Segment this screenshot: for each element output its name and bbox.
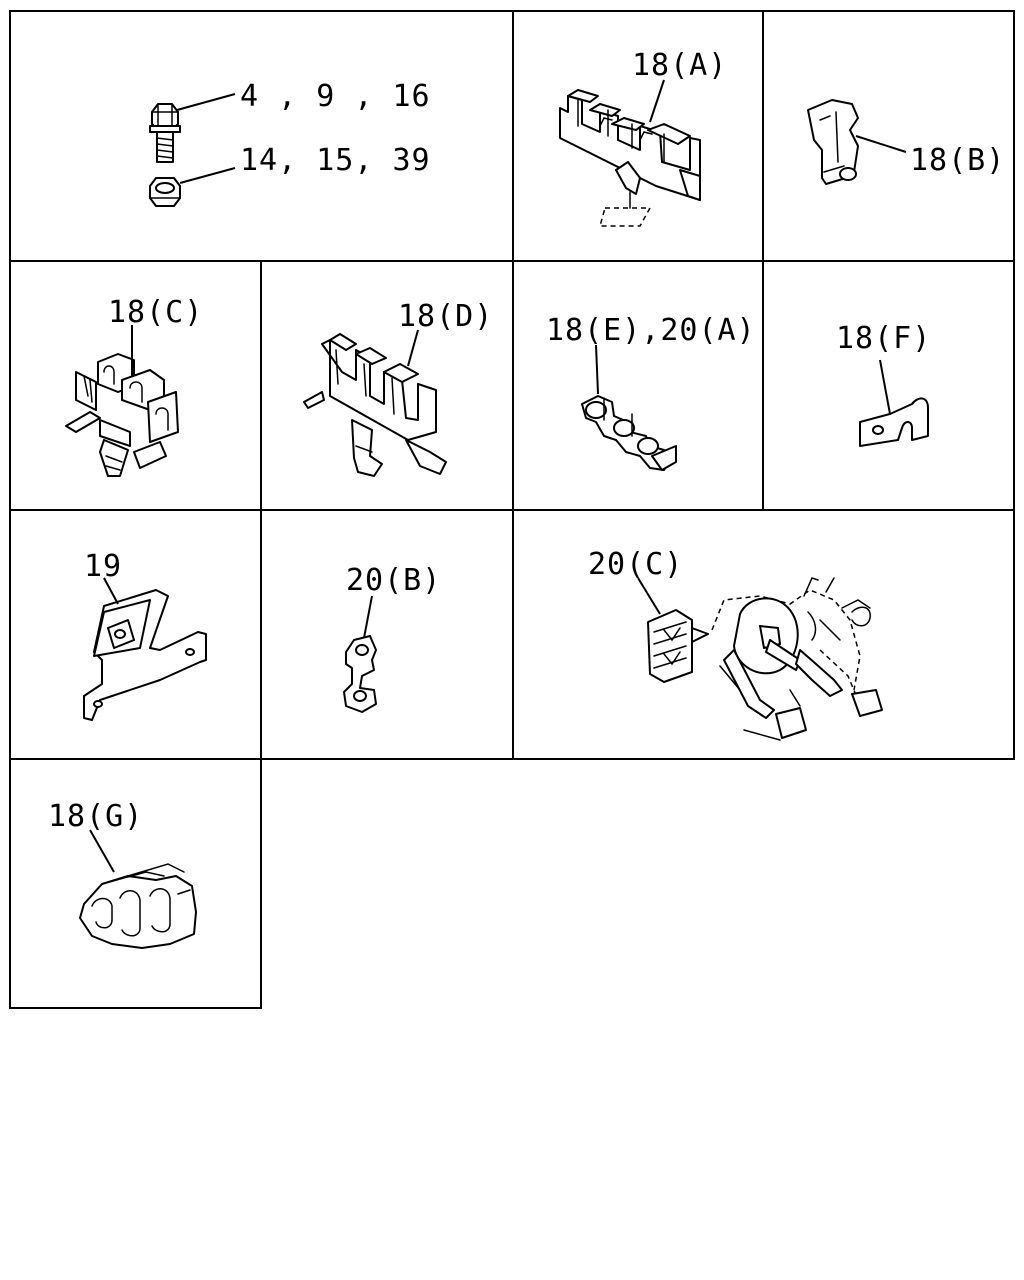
nut-illustration <box>149 177 181 207</box>
leader-18d <box>407 329 419 367</box>
bracket-19-illustration <box>83 589 207 721</box>
clip-20b-illustration <box>343 635 377 713</box>
bolt-illustration <box>149 103 181 163</box>
clip-18f-illustration <box>859 397 929 447</box>
leader-20c <box>637 577 661 615</box>
clip-18c-label: 18(C) <box>108 295 203 330</box>
clip-18d-label: 18(D) <box>398 299 493 334</box>
cell-20b <box>260 509 514 760</box>
bolts-label: 4 , 9 , 16 <box>240 79 431 114</box>
clip-18e-20a-label: 18(E),20(A) <box>546 313 756 348</box>
cell-18f <box>762 260 1015 511</box>
leader-18e-20a <box>595 344 599 395</box>
leader-20b <box>363 595 373 639</box>
cell-18b <box>762 10 1015 262</box>
clip-18f-label: 18(F) <box>836 321 931 356</box>
bracket-19-label: 19 <box>84 549 122 584</box>
clip-18c-illustration <box>65 353 179 477</box>
clip-18g-illustration <box>79 863 197 949</box>
leader-nuts <box>179 167 236 184</box>
leader-18f <box>879 359 891 415</box>
nuts-label: 14, 15, 39 <box>240 143 431 178</box>
leader-18a <box>649 79 665 123</box>
clip-18a-illustration <box>559 89 701 227</box>
leader-bolts <box>176 93 236 111</box>
clip-18d-illustration <box>303 333 447 477</box>
pedal-assembly-illustration <box>711 577 883 741</box>
clip-18g-label: 18(G) <box>48 799 143 834</box>
clip-18b-illustration <box>807 99 859 185</box>
grid-frame <box>9 10 1015 1009</box>
leader-18b <box>855 135 907 153</box>
clip-18b-label: 18(B) <box>910 143 1005 178</box>
leader-18g <box>89 829 115 873</box>
clip-20c-illustration <box>647 609 709 683</box>
cell-18e-20a <box>512 260 764 511</box>
cell-20c <box>512 509 1015 760</box>
cell-bolts-nuts <box>9 10 514 262</box>
leader-19 <box>103 577 119 605</box>
clip-20c-label: 20(C) <box>588 547 683 582</box>
clip-18e-20a-illustration <box>581 395 677 471</box>
cell-18g <box>9 758 262 1009</box>
clip-18a-label: 18(A) <box>632 48 727 83</box>
clip-20b-label: 20(B) <box>346 563 441 598</box>
